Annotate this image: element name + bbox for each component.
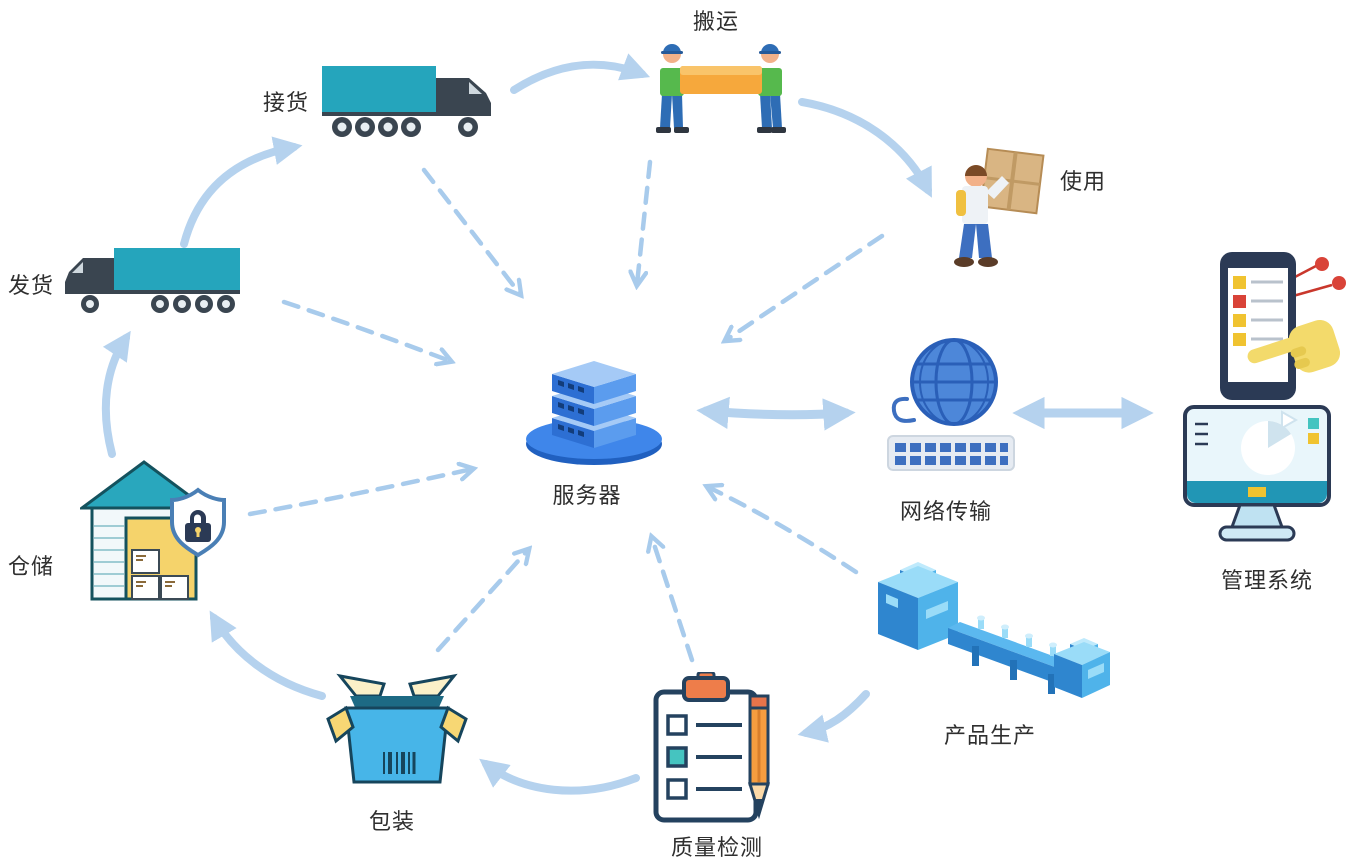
carried-crate — [680, 66, 762, 94]
open-box-icon — [326, 673, 468, 784]
globe — [910, 338, 998, 426]
keyboard — [887, 435, 1015, 471]
phone-touch-icon — [1220, 252, 1346, 400]
server-unit — [552, 361, 636, 404]
label-network: 网络传输 — [899, 499, 993, 524]
link-nodes — [1292, 257, 1346, 298]
back-flap — [336, 673, 386, 698]
barcode — [383, 752, 416, 774]
dash-usage-server — [726, 233, 885, 340]
worker-right — [748, 44, 786, 133]
label-production: 产品生产 — [943, 723, 1037, 748]
roof — [80, 460, 211, 510]
dash-receiving-server — [421, 167, 520, 294]
stacked-boxes — [131, 549, 189, 600]
label-shipping: 发货 — [7, 273, 55, 298]
label-usage: 使用 — [1059, 169, 1107, 194]
box-front — [344, 706, 450, 784]
app-list — [1233, 276, 1283, 346]
dash-warehouse-server — [247, 469, 472, 517]
server-stack-icon — [526, 361, 662, 465]
arrow-shipping-to-receiving — [180, 136, 303, 248]
cable — [891, 396, 916, 423]
label-warehouse: 仓储 — [7, 554, 55, 579]
person-carrying-box-icon — [954, 147, 1045, 267]
siding-lines — [94, 525, 124, 587]
warehouse-shield-lock-icon — [80, 460, 226, 601]
worker-left — [656, 44, 694, 133]
dash-handling-server — [637, 159, 653, 284]
label-server: 服务器 — [552, 483, 622, 508]
label-management: 管理系统 — [1220, 568, 1314, 593]
bidirectional-arrows — [696, 396, 1154, 431]
assembly-line-icon — [878, 562, 1110, 698]
dash-quality-server — [652, 538, 695, 663]
monitor-stand — [1229, 503, 1285, 529]
menu-lines — [1195, 422, 1208, 446]
label-quality: 质量检测 — [670, 835, 764, 860]
side-flap — [326, 705, 355, 744]
clip — [682, 676, 730, 702]
conveyor — [948, 615, 1086, 694]
dashed-spokes — [247, 159, 885, 663]
cardboard-box — [979, 147, 1045, 215]
back-flap — [408, 673, 458, 698]
pie-chart — [1241, 410, 1299, 475]
workers-carrying-icon — [656, 44, 786, 133]
arrow-production-to-quality — [797, 690, 870, 743]
label-packaging: 包装 — [368, 809, 416, 834]
arrow-receiving-to-handling — [510, 53, 651, 94]
arrow-quality-to-packaging — [479, 758, 640, 795]
pencil-icon — [747, 694, 771, 820]
dash-shipping-server — [281, 299, 450, 361]
truck-wheels — [332, 117, 478, 137]
machine-right — [1054, 638, 1110, 698]
backpack — [956, 190, 966, 216]
checklist — [666, 714, 742, 800]
label-receiving: 接货 — [262, 90, 310, 115]
security-shield-icon — [170, 487, 226, 558]
pointing-hand-icon — [1247, 320, 1341, 373]
clipboard-pencil-icon — [653, 672, 771, 823]
arm — [986, 176, 1009, 199]
arrow-packaging-to-warehouse — [209, 610, 326, 700]
dash-production-server — [708, 487, 859, 575]
monitor-base — [1218, 525, 1296, 542]
cargo-truck-left-icon — [65, 248, 240, 313]
monitor-chart-icon — [1183, 405, 1331, 542]
arrow-handling-to-usage — [798, 98, 932, 198]
arrow-warehouse-to-shipping — [101, 330, 131, 458]
arrow-server-network — [696, 396, 856, 431]
dash-packaging-server — [435, 550, 528, 653]
globe-keyboard-icon — [887, 338, 1015, 471]
hair — [965, 165, 987, 176]
cycle-arrows — [101, 53, 932, 795]
conveyor-pegs — [977, 615, 1057, 656]
side-flap — [439, 705, 468, 744]
cargo-truck-right-icon — [322, 66, 491, 137]
machine-left — [878, 562, 958, 650]
label-handling: 搬运 — [692, 9, 740, 34]
